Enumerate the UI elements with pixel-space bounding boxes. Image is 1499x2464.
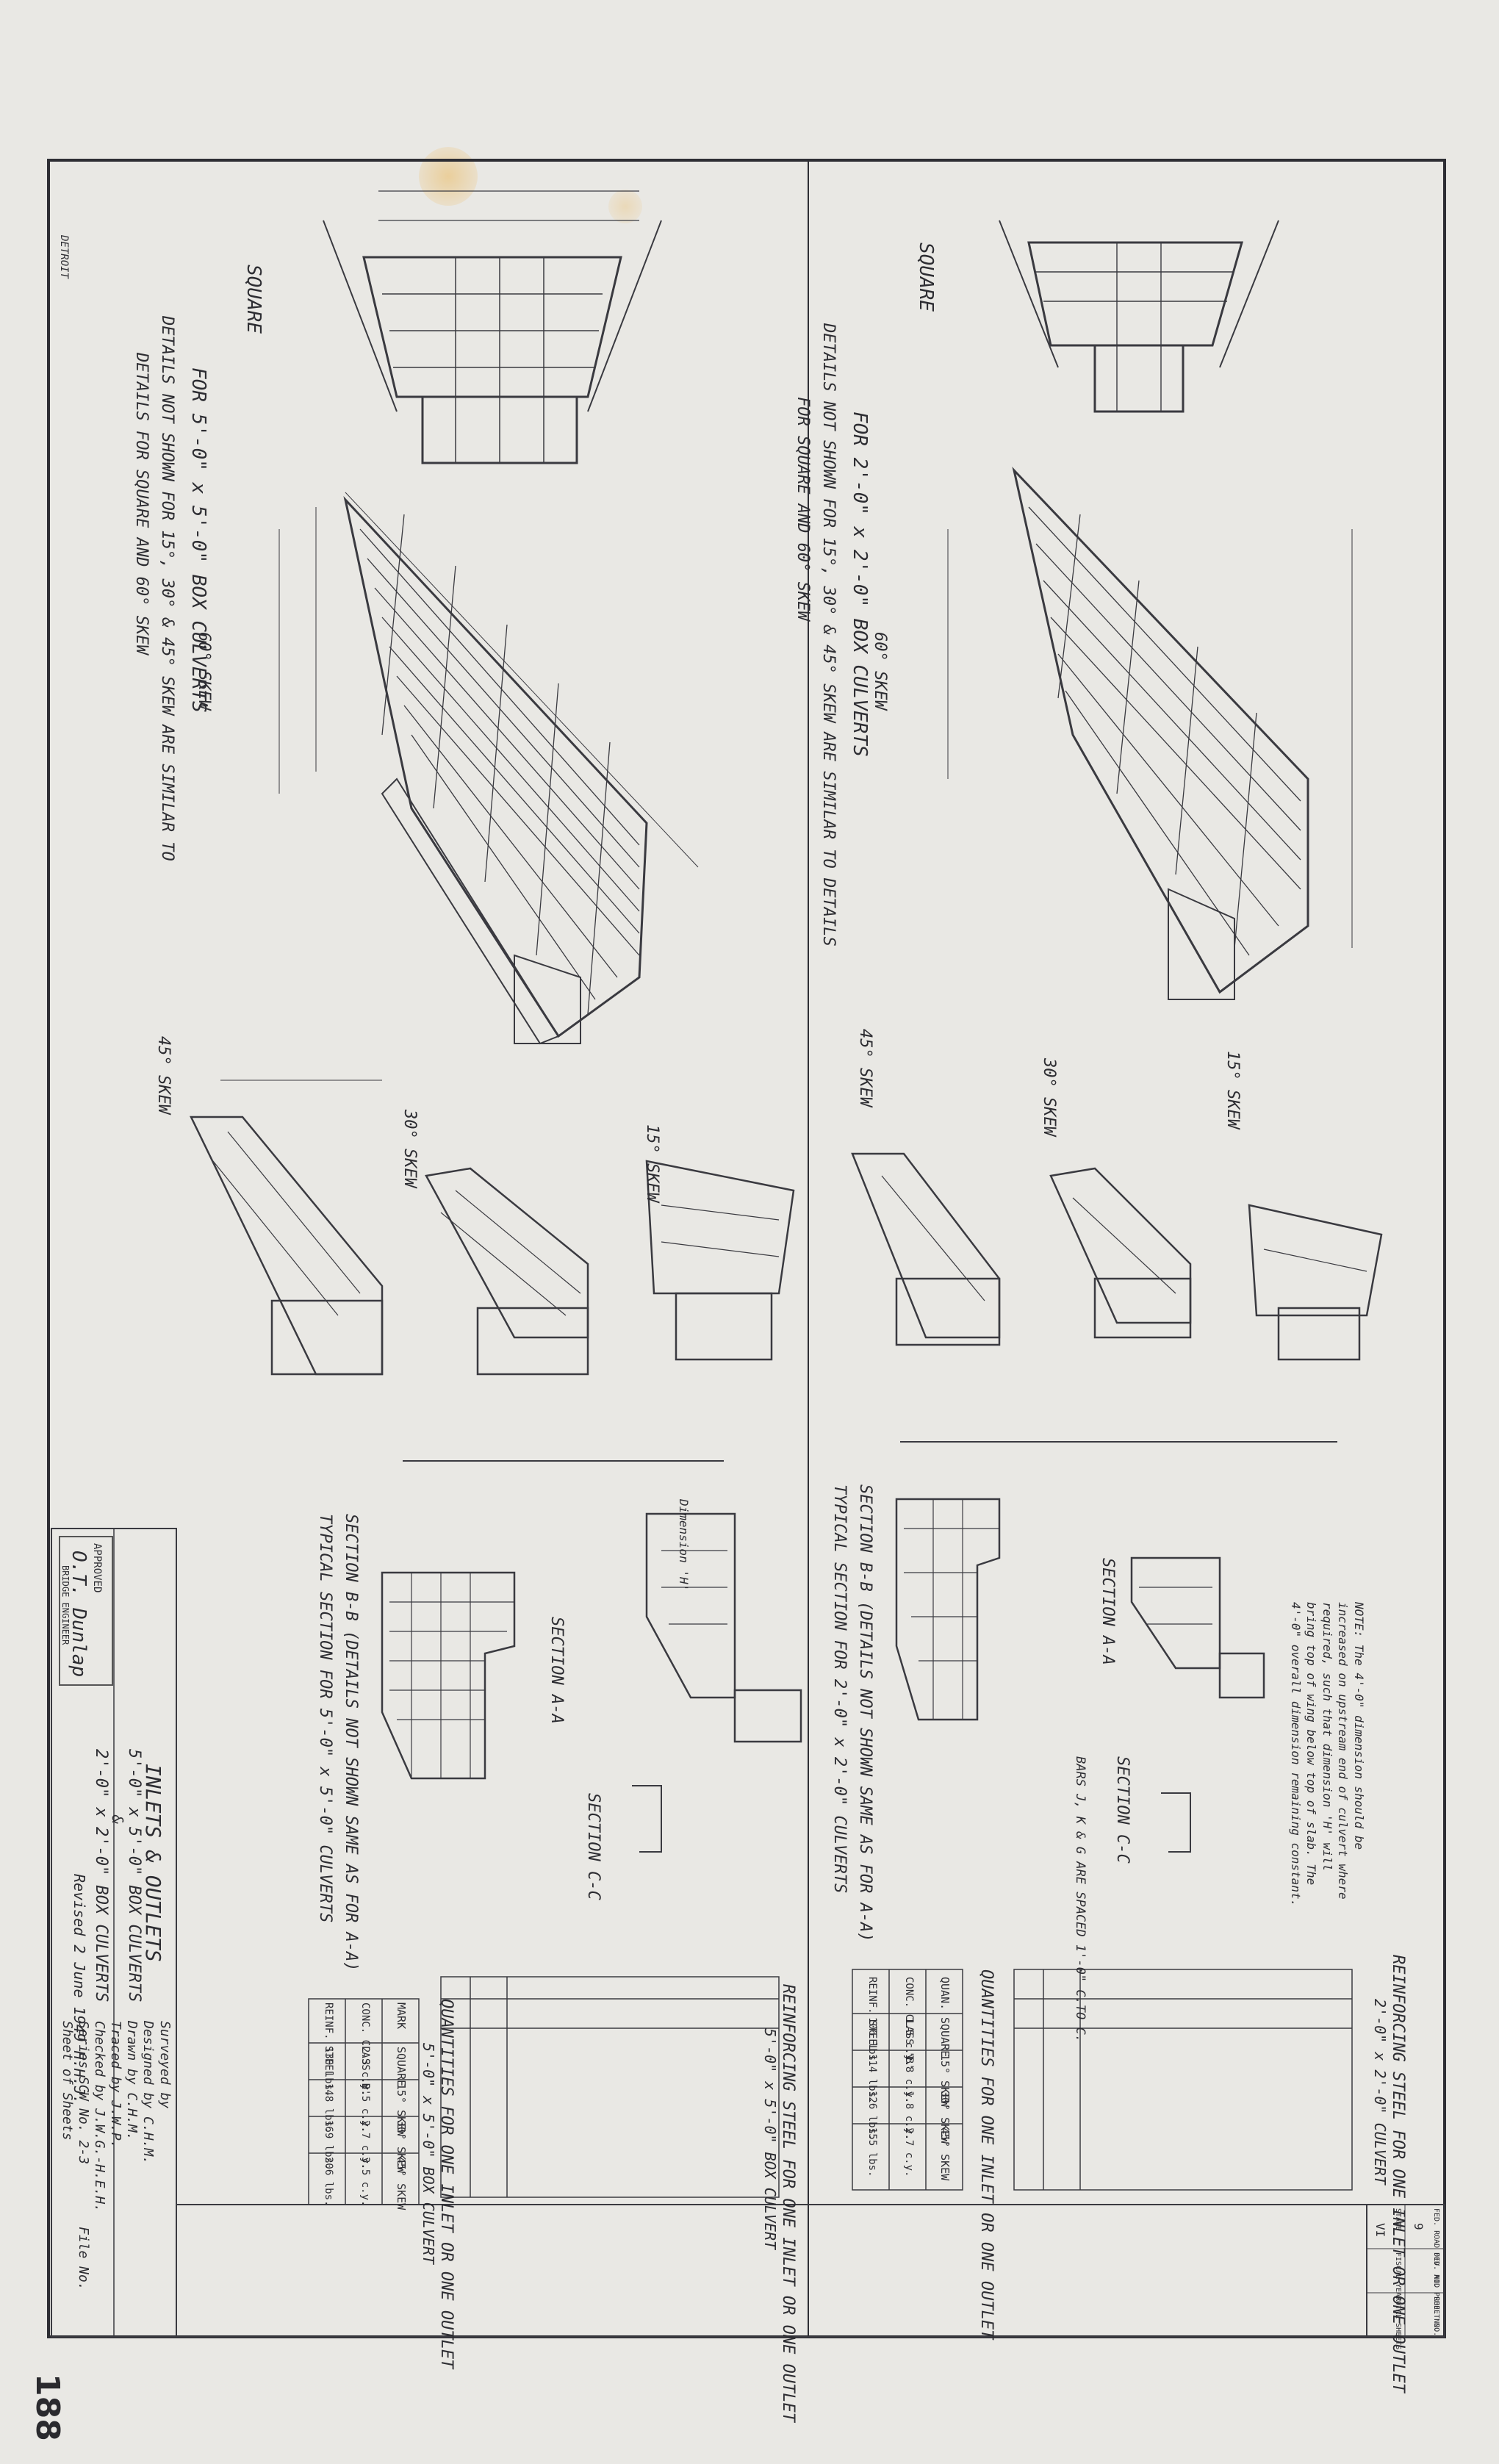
- left-skew-45-label: 45° SKEW: [154, 1036, 173, 1114]
- left-details-note: DETAILS NOT SHOWN FOR 15°, 30° & 45° SKE…: [158, 316, 176, 861]
- plan-45-skew-5x5: [190, 1080, 384, 1376]
- stain-mark: [608, 190, 642, 223]
- left-qt-r0c4: 3.5 c.y.: [359, 2157, 371, 2207]
- left-quant-sub: 5'-0" x 5'-0" BOX CULVERT: [420, 2043, 437, 2265]
- right-qt-r1c4: 155 lbs.: [866, 2127, 878, 2177]
- approved-role: BRIDGE ENGINEER: [60, 1565, 71, 1645]
- drawing-sub2: &: [109, 1815, 126, 1825]
- left-section-aa: SECTION A-A: [547, 1617, 566, 1724]
- plan-60-skew-5x5: [278, 492, 699, 1045]
- plan-45-skew-2x2: [851, 1152, 1001, 1346]
- left-square-label: SQUARE: [242, 265, 265, 334]
- left-qt-h1: SQUARE: [395, 2047, 408, 2087]
- plan-square-2x2: [999, 220, 1279, 413]
- approved-stamp: [59, 1536, 113, 1686]
- left-details-note-b: DETAILS FOR SQUARE AND 60° SKEW: [132, 353, 151, 655]
- section-cc-5x5: [632, 1785, 662, 1853]
- reinf-table-5x5-grid: [440, 1976, 780, 2198]
- drawing-sub3: 2'-0" x 2'-0" BOX CULVERTS: [92, 1749, 110, 2003]
- left-qt-h0: MARK: [395, 2003, 408, 2030]
- right-qt-h1: SQUARE: [938, 2017, 952, 2058]
- right-quant-title: QUANTITIES FOR ONE INLET OR ONE OUTLET: [977, 1969, 996, 2340]
- tb-designed: Designed by C.H.M.: [140, 2021, 156, 2165]
- left-dimension-h: Dimension 'H': [677, 1499, 691, 1592]
- corner-label-3: FISCAL YEAR: [1394, 2252, 1402, 2302]
- plan-30-skew-5x5: [425, 1167, 589, 1376]
- right-skew-45-label: 45° SKEW: [856, 1029, 874, 1107]
- section-aa-5x5: [645, 1512, 802, 1743]
- right-skew-15-label: 15° SKEW: [1223, 1051, 1242, 1129]
- corner-val-1: VI: [1373, 2223, 1387, 2238]
- tb-checked: Checked by J.W.G.-H.E.H.: [92, 2021, 107, 2213]
- tb-sheet: Sheet of Sheets: [60, 2021, 75, 2141]
- right-qt-h0: QUAN.: [938, 1977, 952, 2011]
- drawing-title: INLETS & OUTLETS: [141, 1764, 165, 1962]
- drawing-sub1: 5'-0" x 5'-0" BOX CULVERTS: [125, 1749, 143, 2003]
- left-reinf-title: REINFORCING STEEL FOR ONE INLET OR ONE O…: [779, 1984, 797, 2423]
- corner-label-4: SHEET NO.: [1432, 2296, 1440, 2337]
- left-skew-30-label: 30° SKEW: [400, 1110, 419, 1188]
- right-section-bb: SECTION B-B (DETAILS NOT SHOWN SAME AS F…: [856, 1484, 874, 1942]
- tb-drawn: Drawn by C.H.M.: [124, 2021, 140, 2141]
- left-qt-r1c4: 206 lbs.: [323, 2157, 334, 2207]
- reinf-table-2x2-grid: [1013, 1969, 1353, 2191]
- page-number: 188: [29, 2374, 66, 2441]
- corner-label-1: STATE: [1394, 2208, 1402, 2231]
- right-qt-r0c4: 2.7 c.y.: [903, 2127, 915, 2177]
- corner-val-0: 9: [1412, 2223, 1426, 2230]
- plan-square-5x5: [323, 190, 662, 464]
- quant-table-2x2-grid: [852, 1969, 963, 2191]
- right-qt-h4: 45° SKEW: [938, 2127, 952, 2181]
- tb-series: Series SCW No. 2-3: [76, 2021, 91, 2165]
- right-section-aa: SECTION A-A: [1099, 1558, 1117, 1665]
- plan-15-skew-2x2: [1248, 1204, 1383, 1361]
- left-typical-section: TYPICAL SECTION FOR 5'-0" x 5'-0" CULVER…: [316, 1514, 334, 1923]
- stain-mark: [419, 147, 478, 206]
- plan-15-skew-5x5: [645, 1160, 795, 1361]
- tb-file-no: File No.: [76, 2227, 91, 2291]
- left-qt-h4: 45° SKEW: [395, 2157, 408, 2210]
- right-section-cc: SECTION C-C: [1113, 1756, 1132, 1864]
- section-bb-5x5: [381, 1571, 516, 1780]
- left-reinf-sub: 5'-0" x 5'-0" BOX CULVERT: [761, 2028, 779, 2250]
- right-square-label: SQUARE: [915, 243, 937, 312]
- left-skew-60-label: 60° SKEW: [195, 632, 213, 710]
- right-details-note: DETAILS NOT SHOWN FOR 15°, 30° & 45° SKE…: [819, 323, 838, 947]
- tb-surveyed: Surveyed by: [157, 2021, 173, 2109]
- plan-60-skew-2x2: [947, 467, 1353, 1000]
- edge-note: DETROIT: [58, 235, 70, 279]
- right-details-note-b: FOR SQUARE AND 60° SKEW: [794, 397, 812, 621]
- section-bb-2x2: [895, 1498, 1001, 1721]
- left-quant-title: QUANTITIES FOR ONE INLET OR ONE OUTLET: [437, 1999, 456, 2369]
- left-section-bb: SECTION B-B (DETAILS NOT SHOWN SAME AS F…: [342, 1514, 360, 1972]
- right-title-2x2: FOR 2'-0" x 2'-0" BOX CULVERTS: [849, 412, 871, 757]
- left-skew-15-label: 15° SKEW: [643, 1124, 661, 1202]
- right-note-45: NOTE: The 4'-0" dimension should be incr…: [1288, 1602, 1366, 1907]
- left-section-cc: SECTION C-C: [584, 1793, 603, 1900]
- quant-table-5x5-grid: [308, 1998, 420, 2205]
- section-aa-2x2: [1130, 1556, 1265, 1699]
- section-cc-2x2: [1161, 1792, 1191, 1853]
- tb-traced: Traced by J.W.P.: [108, 2021, 123, 2149]
- right-bars-note: BARS J, K & G ARE SPACED 1'-0" C.TO C.: [1073, 1756, 1088, 2042]
- plan-30-skew-2x2: [1049, 1167, 1192, 1339]
- approved-signature: O.T. Dunlap: [68, 1551, 90, 1678]
- corner-label-5: TOTAL SHEETS: [1394, 2296, 1402, 2350]
- right-skew-30-label: 30° SKEW: [1040, 1058, 1058, 1136]
- right-reinf-sub: 2'-0" x 2'-0" CULVERT: [1371, 1999, 1389, 2185]
- right-typical-section: TYPICAL SECTION FOR 2'-0" x 2'-0" CULVER…: [830, 1484, 849, 1894]
- right-skew-60-label: 60° SKEW: [871, 632, 889, 710]
- approved-label: APPROVED: [91, 1543, 103, 1593]
